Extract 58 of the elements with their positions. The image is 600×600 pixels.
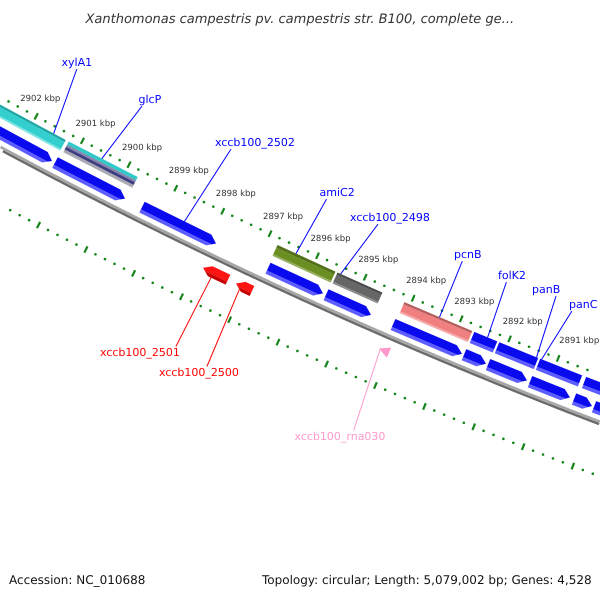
gene-label: pcnB <box>454 248 482 262</box>
gene-label: panB <box>532 284 560 296</box>
gene-label: xccb100_rna030 <box>294 430 386 444</box>
gene-bar <box>0 104 66 151</box>
scale-label: 2899 kbp <box>168 167 209 177</box>
gene-block <box>52 157 125 200</box>
gene-label: amiC2 <box>320 186 355 200</box>
gene-bar <box>332 272 382 304</box>
gene-block <box>265 262 323 296</box>
gene-block <box>324 289 371 318</box>
scale-label: 2891 kbp <box>559 337 600 348</box>
scale-label: 2896 kbp <box>310 234 351 245</box>
gene-block <box>462 349 486 366</box>
gene-label: xccb100_2502 <box>215 136 295 150</box>
gene-block <box>236 282 254 296</box>
gene-block <box>486 359 527 383</box>
diagram-title: Xanthomonas campestris pv. campestris str. B100, complete ge... <box>86 12 514 28</box>
gene-block <box>528 376 570 400</box>
scale-label: 2892 kbp <box>502 318 543 328</box>
scale-label: 2894 kbp <box>406 277 446 288</box>
gene-label: xccb100_2500 <box>159 366 239 380</box>
leader-line <box>296 198 328 254</box>
gene-block <box>0 126 52 163</box>
scale-label: 2895 kbp <box>358 256 398 266</box>
scale-label: 2901 kbp <box>75 120 116 130</box>
gene-bar <box>582 376 600 395</box>
gene-label: xylA1 <box>62 56 92 70</box>
scale-label: 2893 kbp <box>454 298 494 308</box>
leader-line <box>541 310 572 360</box>
gene-block <box>203 266 230 285</box>
gene-label: glcP <box>138 94 162 106</box>
gene-bar <box>272 245 336 283</box>
leader-line <box>340 224 378 274</box>
gene-bar <box>536 358 582 387</box>
gene-label: folK2 <box>498 270 526 282</box>
gene-marker <box>379 348 392 358</box>
scale-label: 2897 kbp <box>263 212 304 222</box>
leader-line <box>175 277 212 347</box>
leader-line <box>439 260 463 318</box>
gene-label: xccb100_2498 <box>350 212 430 224</box>
leader-line <box>353 349 381 431</box>
footer-text: Topology: circular; Length: 5,079,002 bp; Genes: 4,528 <box>262 574 592 588</box>
gene-block <box>390 318 462 356</box>
scale-label: 2898 kbp <box>216 190 256 200</box>
leader-line <box>487 282 507 338</box>
scale-label: 2902 kbp <box>20 95 60 106</box>
leader-line <box>536 296 557 358</box>
gene-block <box>592 401 600 416</box>
footer-text: Accession: NC_010688 <box>9 574 146 588</box>
gene-label: panC <box>569 298 598 312</box>
gene-block <box>139 202 216 246</box>
gene-bar <box>494 342 538 370</box>
gene-bar <box>470 332 498 352</box>
leader-line <box>53 68 78 134</box>
leader-line <box>184 148 232 222</box>
gene-label: xccb100_2501 <box>100 346 180 360</box>
leader-line <box>206 288 240 367</box>
scale-label: 2900 kbp <box>122 144 162 154</box>
